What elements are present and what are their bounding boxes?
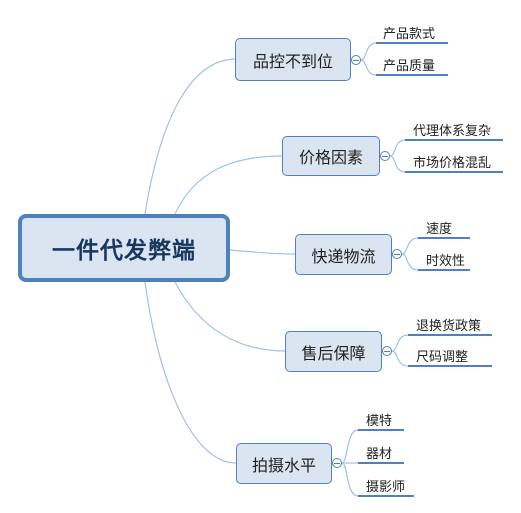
leaf-model[interactable]: 模特 xyxy=(366,414,393,429)
leaf-equipment[interactable]: 器材 xyxy=(366,447,393,462)
leaf-speed[interactable]: 速度 xyxy=(426,222,453,237)
branch-topic-after-sales[interactable]: 售后保障 xyxy=(285,331,382,372)
branch-topic-quality-control[interactable]: 品控不到位 xyxy=(235,38,351,81)
root-to-branch-connector xyxy=(144,281,237,464)
branch-to-leaf-connector xyxy=(401,253,419,271)
collapse-toggle-icon[interactable] xyxy=(392,249,402,259)
branch-to-leaf-connector xyxy=(401,237,419,255)
leaf-market-price[interactable]: 市场价格混乱 xyxy=(413,156,492,171)
leaf-photographer[interactable]: 摄影师 xyxy=(366,480,406,495)
leaf-product-style[interactable]: 产品款式 xyxy=(383,27,436,42)
leaf-product-quality[interactable]: 产品质量 xyxy=(383,59,436,74)
branch-to-leaf-connector xyxy=(389,139,406,157)
branch-to-leaf-connector xyxy=(341,429,359,464)
root-to-branch-connector xyxy=(229,249,296,255)
branch-to-leaf-connector xyxy=(360,42,377,61)
branch-to-leaf-connector xyxy=(341,462,359,497)
collapse-toggle-icon[interactable] xyxy=(380,151,390,161)
leaf-size-adjustment[interactable]: 尺码调整 xyxy=(416,350,469,365)
leaf-underlines xyxy=(358,42,503,497)
leaf-agent-system[interactable]: 代理体系复杂 xyxy=(413,124,492,139)
branch-to-leaf-connector xyxy=(360,59,377,76)
leaf-return-policy[interactable]: 退换货政策 xyxy=(416,319,482,334)
connector-lines xyxy=(144,42,419,497)
branch-to-leaf-connector xyxy=(391,350,409,367)
collapse-toggle-icon[interactable] xyxy=(332,458,342,468)
root-topic[interactable]: 一件代发弊端 xyxy=(18,214,230,282)
branch-to-leaf-connector xyxy=(389,155,406,173)
root-to-branch-connector xyxy=(174,155,283,215)
leaf-timeliness[interactable]: 时效性 xyxy=(426,254,466,269)
root-to-branch-connector xyxy=(174,281,286,352)
branch-topic-price[interactable]: 价格因素 xyxy=(282,136,380,176)
branch-topic-logistics[interactable]: 快递物流 xyxy=(295,234,392,275)
branch-topic-photography[interactable]: 拍摄水平 xyxy=(236,443,332,484)
collapse-toggle-icon[interactable] xyxy=(351,55,361,65)
branch-to-leaf-connector xyxy=(391,334,409,352)
root-to-branch-connector xyxy=(144,58,236,215)
collapse-toggle-icon[interactable] xyxy=(382,346,392,356)
